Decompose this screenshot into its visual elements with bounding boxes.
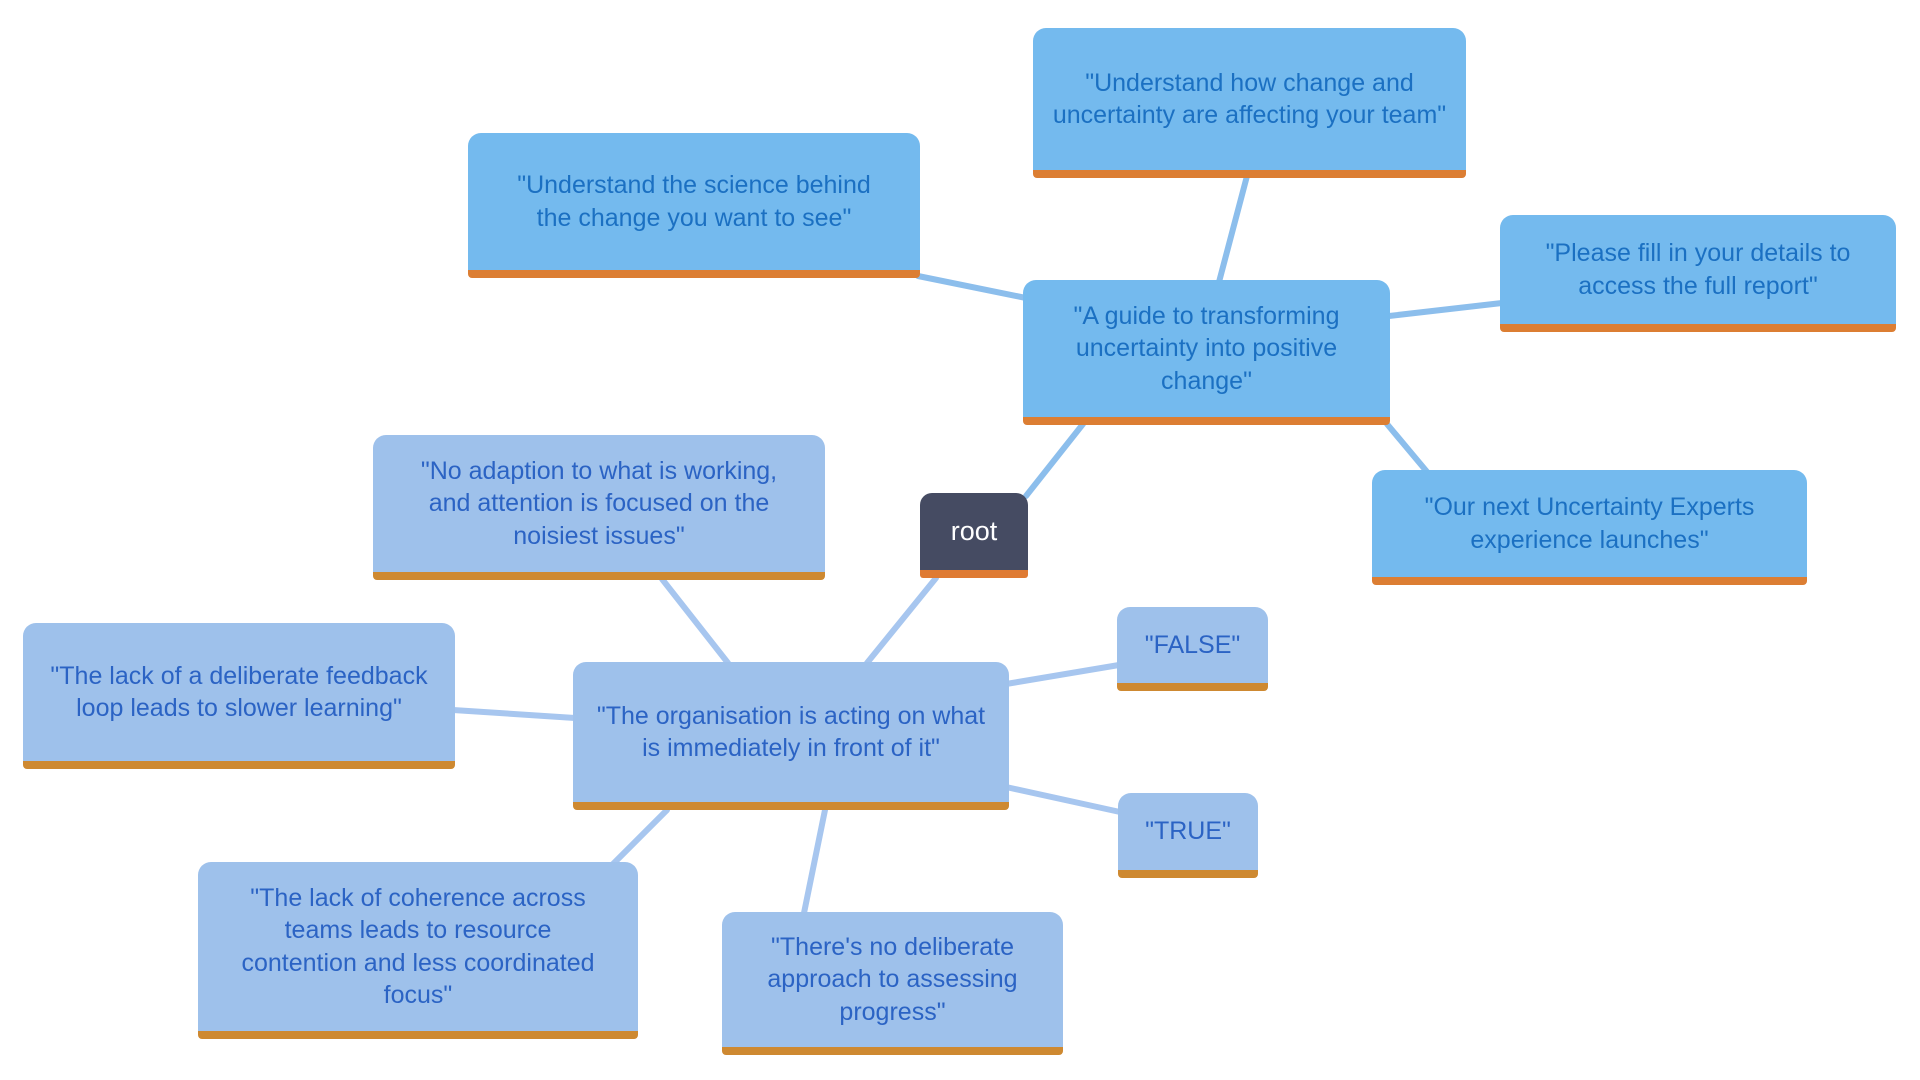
edge-root-organisation — [864, 575, 939, 666]
node-false-label: "FALSE" — [1144, 630, 1241, 659]
node-team-change[interactable]: "Understand how change and uncertainty a… — [1033, 28, 1466, 178]
edge-team-change-guide — [1216, 173, 1250, 285]
edge-feedback-loop-organisation — [450, 707, 578, 721]
node-science-label: "Understand the science behind the chang… — [517, 171, 871, 232]
edge-organisation-coherence — [610, 807, 670, 867]
node-guide-label: "A guide to transforming uncertainty int… — [1073, 301, 1340, 395]
node-guide[interactable]: "A guide to transforming uncertainty int… — [1023, 280, 1390, 425]
node-our-next[interactable]: "Our next Uncertainty Experts experience… — [1372, 470, 1807, 585]
node-organisation-label: "The organisation is acting on what is i… — [596, 701, 986, 763]
node-false[interactable]: "FALSE" — [1117, 607, 1268, 691]
node-true[interactable]: "TRUE" — [1118, 793, 1258, 878]
edge-science-guide — [915, 273, 1029, 301]
node-fill-details-label: "Please fill in your details to access t… — [1545, 239, 1851, 300]
node-organisation[interactable]: "The organisation is acting on what is i… — [573, 662, 1009, 810]
node-feedback-loop[interactable]: "The lack of a deliberate feedback loop … — [23, 623, 455, 769]
node-coherence[interactable]: "The lack of coherence across teams lead… — [198, 862, 638, 1039]
node-root-label: root — [950, 515, 998, 546]
edge-guide-root — [1023, 421, 1086, 499]
node-true-label: "TRUE" — [1145, 817, 1231, 846]
node-progress[interactable]: "There's no deliberate approach to asses… — [722, 912, 1063, 1055]
node-progress-label: "There's no deliberate approach to asses… — [767, 932, 1018, 1026]
edge-no-adaption-organisation — [659, 576, 731, 666]
node-fill-details[interactable]: "Please fill in your details to access t… — [1500, 215, 1896, 332]
node-coherence-label: "The lack of coherence across teams lead… — [241, 883, 595, 1010]
node-root[interactable]: root — [920, 493, 1028, 578]
node-no-adaption[interactable]: "No adaption to what is working, and att… — [373, 435, 825, 580]
node-feedback-loop-label: "The lack of a deliberate feedback loop … — [50, 661, 428, 723]
edge-guide-our-next — [1384, 421, 1431, 476]
edge-organisation-progress — [801, 807, 828, 916]
edge-organisation-true — [1003, 784, 1123, 815]
node-science[interactable]: "Understand the science behind the chang… — [468, 133, 920, 278]
node-no-adaption-label: "No adaption to what is working, and att… — [420, 456, 778, 550]
edge-organisation-false — [1003, 662, 1122, 687]
edge-guide-fill-details — [1386, 300, 1505, 319]
node-our-next-label: "Our next Uncertainty Experts experience… — [1424, 493, 1755, 554]
node-team-change-label: "Understand how change and uncertainty a… — [1052, 68, 1447, 130]
